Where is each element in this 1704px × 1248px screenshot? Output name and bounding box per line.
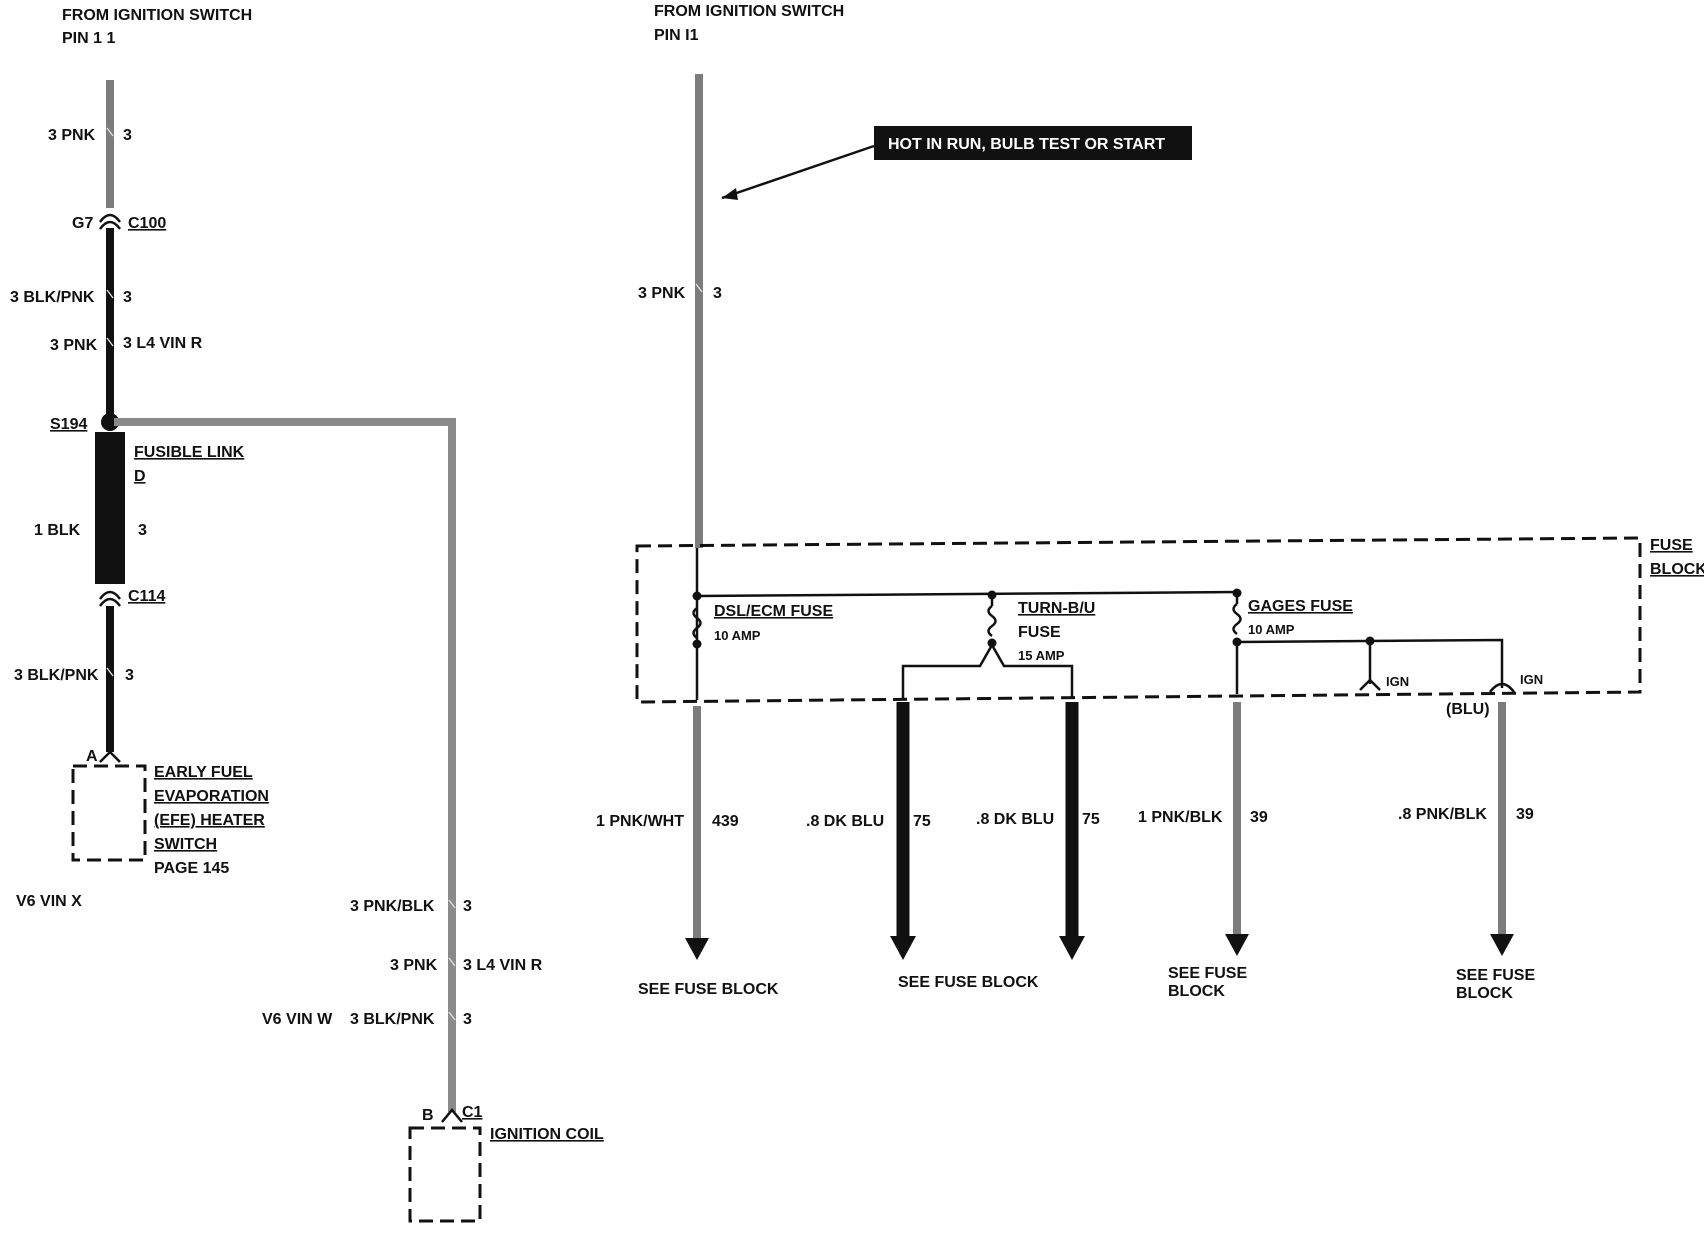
- ign-connector-2: [1489, 682, 1515, 693]
- coil-wire3-variant: V6 VIN W: [262, 1011, 333, 1028]
- output-arrow-1: [685, 938, 709, 960]
- wire-b-left-label: 3 BLK/PNK: [10, 289, 95, 306]
- connector-c100-symbol: [98, 213, 122, 223]
- out3-left-label: .8 DK BLU: [976, 811, 1054, 828]
- wire-c-right-label: 3 L4 VIN R: [123, 335, 203, 352]
- left-source-line2: PIN 1 1: [62, 30, 115, 47]
- output-arrow-2: [890, 936, 916, 960]
- out2-left-label: .8 DK BLU: [806, 813, 884, 830]
- c100-pin-label: G7: [72, 215, 93, 232]
- wire-c-left-label: 3 PNK: [50, 337, 98, 354]
- callout-text: HOT IN RUN, BULB TEST OR START: [888, 136, 1165, 153]
- coil-pin-label: B: [422, 1107, 434, 1124]
- fuse2-rating: 15 AMP: [1018, 648, 1065, 663]
- efe-pin-symbol: [99, 750, 121, 763]
- efe-line2: EVAPORATION: [154, 788, 269, 805]
- wire-hatch: [106, 127, 114, 137]
- turn-bu-fuse-symbol: [987, 604, 997, 638]
- turn-bu-split: [901, 642, 1074, 698]
- efe-line3: (EFE) HEATER: [154, 812, 265, 829]
- fusible-link-id: D: [134, 468, 146, 485]
- c114-label: C114: [128, 588, 165, 605]
- gages-branch: [1236, 638, 1504, 688]
- left-circuit: FROM IGNITION SWITCH PIN 1 1 3 PNK 3 G7 …: [10, 7, 604, 1223]
- out2-right-label: 75: [913, 813, 931, 830]
- gages-fuse-symbol: [1232, 602, 1242, 636]
- fuse1-rating: 10 AMP: [714, 628, 761, 643]
- coil-wire3-right: 3: [463, 1011, 472, 1028]
- fuse-block-label-1: FUSE: [1650, 537, 1693, 554]
- wire-d-left-label: 3 BLK/PNK: [14, 667, 99, 684]
- dsl-ecm-fuse-symbol: [692, 606, 702, 640]
- out1-left-label: 1 PNK/WHT: [596, 813, 684, 830]
- fusible-link-title: FUSIBLE LINK: [134, 444, 245, 461]
- wire-b-right-label: 3: [123, 289, 132, 306]
- wire-a-right-label: 3: [123, 127, 132, 144]
- out3-right-label: 75: [1082, 811, 1100, 828]
- wire-d-right-label: 3: [125, 667, 134, 684]
- efe-line4: SWITCH: [154, 836, 217, 853]
- destination-2-3: SEE FUSE BLOCK: [898, 974, 1039, 991]
- connector-c114-symbol: [98, 590, 122, 600]
- destination-5-line1: SEE FUSE: [1456, 967, 1535, 984]
- callout-box: [874, 126, 1192, 160]
- fuse-block-label-2: BLOCK: [1650, 561, 1704, 578]
- main-wire-left-label: 3 PNK: [638, 285, 686, 302]
- coil-wire2-left: 3 PNK: [390, 957, 438, 974]
- ignition-coil-label: IGNITION COIL: [490, 1126, 604, 1143]
- out5-left-label: .8 PNK/BLK: [1398, 806, 1487, 823]
- right-circuit: FROM IGNITION SWITCH PIN I1 3 PNK 3 HOT …: [596, 3, 1704, 1002]
- fuse-bus-bar: [696, 590, 1239, 598]
- ignition-coil-box: [408, 1126, 482, 1223]
- fuse2-name-line2: FUSE: [1018, 624, 1061, 641]
- main-wire-right-label: 3: [713, 285, 722, 302]
- coil-wire1-right: 3: [463, 898, 472, 915]
- out4-left-label: 1 PNK/BLK: [1138, 809, 1223, 826]
- blu-label: (BLU): [1446, 701, 1490, 718]
- fusible-link-body: [95, 432, 125, 584]
- left-source-line1: FROM IGNITION SWITCH: [62, 7, 252, 24]
- connector-c100-symbol-2: [98, 220, 122, 230]
- right-source-line2: PIN I1: [654, 27, 699, 44]
- wire-to-ignition-coil: [114, 418, 456, 1112]
- ign-connector-1: [1359, 678, 1381, 691]
- efe-pin-label: A: [86, 748, 98, 765]
- wire-a-left-label: 3 PNK: [48, 127, 96, 144]
- output-arrow-4: [1225, 934, 1249, 956]
- destination-1: SEE FUSE BLOCK: [638, 981, 779, 998]
- link-wire-right-label: 3: [138, 522, 147, 539]
- c100-label: C100: [128, 215, 166, 232]
- ign-label-2: IGN: [1520, 672, 1543, 687]
- out1-right-label: 439: [712, 813, 739, 830]
- splice-s194-label: S194: [50, 416, 87, 433]
- callout-arrowhead: [722, 188, 738, 200]
- out4-right-label: 39: [1250, 809, 1268, 826]
- fuse2-name-line1: TURN-B/U: [1018, 600, 1095, 617]
- fuse1-name: DSL/ECM FUSE: [714, 603, 833, 620]
- efe-line1: EARLY FUEL: [154, 764, 253, 781]
- destination-5-line2: BLOCK: [1456, 985, 1513, 1002]
- coil-wire1-left: 3 PNK/BLK: [350, 898, 435, 915]
- fuse3-name: GAGES FUSE: [1248, 598, 1353, 615]
- variant-note-v6-vin-x: V6 VIN X: [16, 893, 82, 910]
- link-wire-left-label: 1 BLK: [34, 522, 81, 539]
- out5-right-label: 39: [1516, 806, 1534, 823]
- fuse3-rating: 10 AMP: [1248, 622, 1295, 637]
- ign-label-1: IGN: [1386, 674, 1409, 689]
- coil-wire2-right: 3 L4 VIN R: [463, 957, 543, 974]
- destination-4-line1: SEE FUSE: [1168, 965, 1247, 982]
- fuse-block-outline: [635, 536, 1642, 704]
- right-source-line1: FROM IGNITION SWITCH: [654, 3, 844, 20]
- efe-heater-switch-box: [71, 764, 147, 862]
- coil-wire3-left: 3 BLK/PNK: [350, 1011, 435, 1028]
- efe-page-ref: PAGE 145: [154, 860, 229, 877]
- destination-4-line2: BLOCK: [1168, 983, 1225, 1000]
- splice-s194-dot: [101, 413, 119, 431]
- output-arrow-3: [1059, 936, 1085, 960]
- output-arrow-5: [1490, 934, 1514, 956]
- coil-pin-symbol: [441, 1108, 463, 1123]
- coil-connector-label: C1: [462, 1104, 483, 1121]
- callout-leader: [721, 144, 875, 200]
